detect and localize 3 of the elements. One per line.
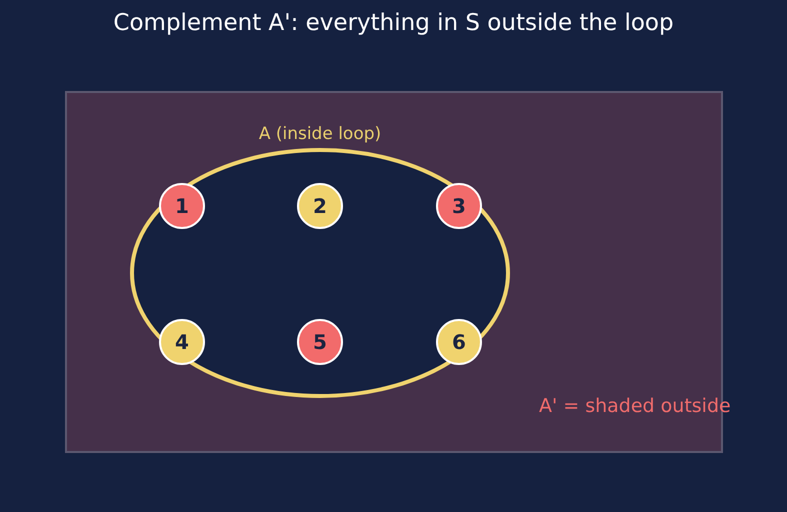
title: Complement A': everything in S outside the loop [112, 10, 675, 36]
note-text: A' = shaded outside [539, 395, 731, 417]
set-label: A (inside loop) [258, 124, 382, 144]
